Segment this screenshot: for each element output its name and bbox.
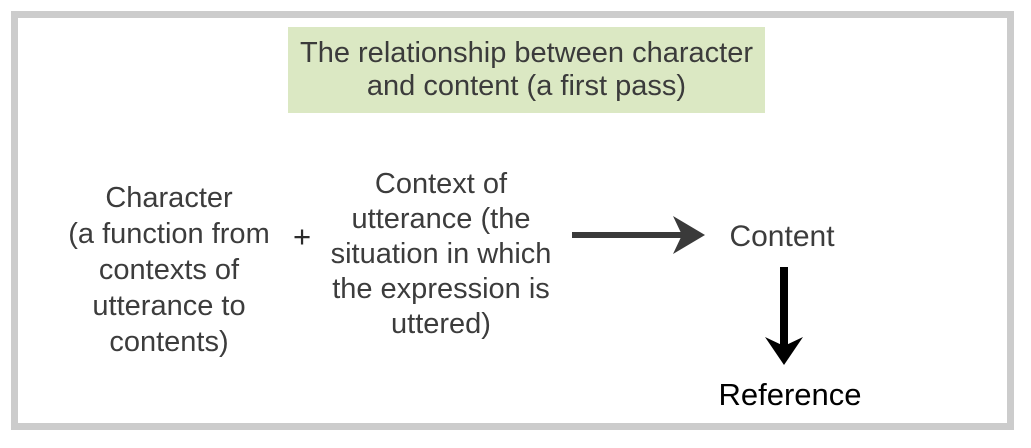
character-block: Character (a function from contexts of u… xyxy=(38,180,300,360)
title-line-2: and content (a first pass) xyxy=(366,70,687,102)
right-arrow-icon xyxy=(572,216,705,254)
context-line-5: uttered) xyxy=(391,308,491,340)
content-label: Content xyxy=(729,220,835,253)
context-line-4: the expression is xyxy=(332,273,550,305)
character-line-1: Character xyxy=(105,182,233,214)
outer-frame xyxy=(11,11,1014,430)
context-block: Context of utterance (the situation in w… xyxy=(321,167,561,342)
title-box: The relationship between character and c… xyxy=(288,27,765,113)
context-line-2: utterance (the xyxy=(351,203,531,235)
reference-label: Reference xyxy=(718,377,862,412)
context-line-1: Context of xyxy=(374,168,508,200)
character-line-5: contents) xyxy=(109,326,229,358)
character-line-4: utterance to xyxy=(92,290,246,322)
title-line-1: The relationship between character xyxy=(300,37,753,69)
character-line-3: contexts of xyxy=(98,254,240,286)
character-line-2: (a function from xyxy=(68,218,270,250)
down-arrow-icon xyxy=(765,267,803,365)
plus-operator: + xyxy=(292,219,312,254)
context-line-3: situation in which xyxy=(330,238,552,270)
